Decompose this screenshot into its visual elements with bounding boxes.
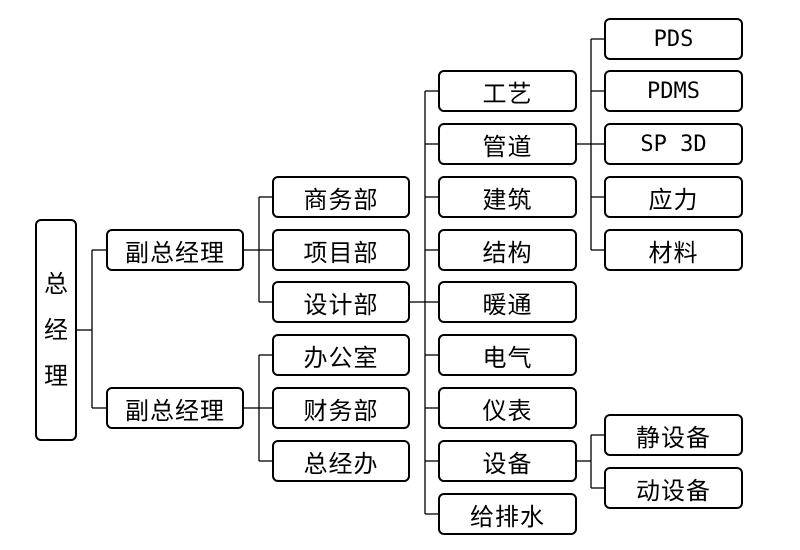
node-general-manager-char-2: 经 <box>44 316 68 344</box>
node-instrument: 仪表 <box>438 387 577 429</box>
node-static-equipment: 静设备 <box>604 414 743 456</box>
node-finance-dept: 财务部 <box>272 387 410 429</box>
node-gm-office: 总经办 <box>272 440 410 482</box>
node-deputy-gm-2: 副总经理 <box>106 387 244 429</box>
node-process: 工艺 <box>438 70 577 112</box>
node-sp3d: SP 3D <box>604 123 743 165</box>
node-hvac: 暖通 <box>438 281 577 323</box>
node-equipment: 设备 <box>438 440 577 482</box>
node-project-dept: 项目部 <box>272 229 410 271</box>
node-material: 材料 <box>604 229 743 271</box>
node-rotating-equipment: 动设备 <box>604 467 743 509</box>
node-design-dept: 设计部 <box>272 281 410 323</box>
node-structure: 结构 <box>438 229 577 271</box>
node-commercial-dept: 商务部 <box>272 176 410 218</box>
node-piping: 管道 <box>438 123 577 165</box>
node-general-manager-char-1: 总 <box>44 270 68 298</box>
node-general-manager: 总 经 理 <box>35 219 77 441</box>
node-pdms: PDMS <box>604 70 743 112</box>
node-deputy-gm-1: 副总经理 <box>106 229 244 271</box>
node-electrical: 电气 <box>438 334 577 376</box>
node-pds: PDS <box>604 18 743 60</box>
node-stress: 应力 <box>604 176 743 218</box>
node-general-manager-char-3: 理 <box>44 362 68 390</box>
node-water-supply-drainage: 给排水 <box>438 493 577 535</box>
node-office: 办公室 <box>272 334 410 376</box>
node-architecture: 建筑 <box>438 176 577 218</box>
